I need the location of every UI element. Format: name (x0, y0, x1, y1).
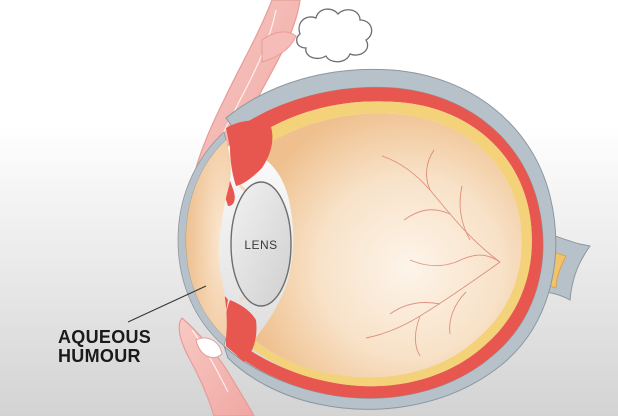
aqueous-label-line2: HUMOUR (58, 347, 151, 366)
aqueous-humour-label: AQUEOUS HUMOUR (58, 328, 151, 366)
aqueous-label-line1: AQUEOUS (58, 328, 151, 347)
lens-label: LENS (238, 238, 284, 252)
